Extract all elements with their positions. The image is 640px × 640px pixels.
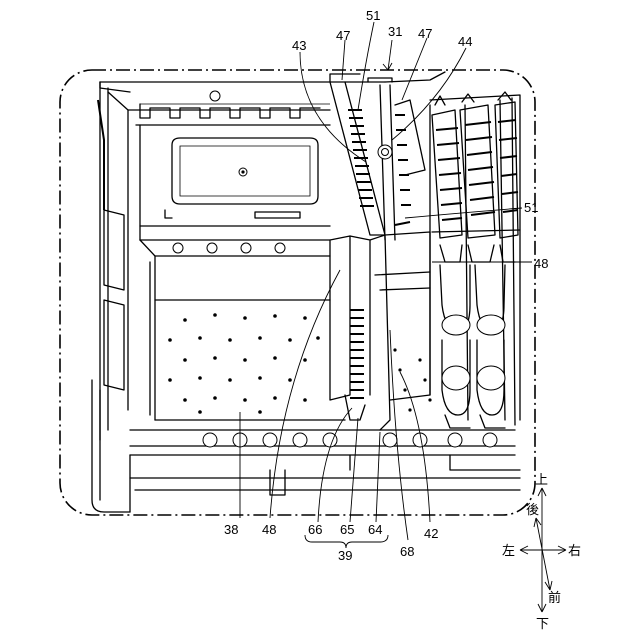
label-42: 42 <box>424 526 438 541</box>
direction-back: 後 <box>526 503 539 518</box>
label-43: 43 <box>292 38 306 53</box>
label-65: 65 <box>340 522 354 537</box>
direction-indicator: 上 後 左 右 前 下 <box>502 473 581 632</box>
direction-down: 下 <box>536 617 549 632</box>
lower-comb <box>350 310 364 398</box>
label-51-top: 51 <box>366 8 380 23</box>
label-31: 31 <box>388 24 402 39</box>
label-51-right: 51 <box>524 200 538 215</box>
front-divider <box>330 232 430 430</box>
label-44: 44 <box>458 34 472 49</box>
direction-front: 前 <box>548 590 561 606</box>
view-boundary <box>60 70 535 515</box>
label-48-right: 48 <box>534 256 548 271</box>
left-wall <box>92 82 130 512</box>
direction-up: 上 <box>535 473 548 488</box>
cup-holders <box>440 265 505 428</box>
direction-left: 左 <box>502 544 515 559</box>
label-38: 38 <box>224 522 238 537</box>
label-64: 64 <box>368 522 382 537</box>
label-47-right: 47 <box>418 26 432 41</box>
label-68: 68 <box>400 544 414 559</box>
direction-right: 右 <box>568 544 581 559</box>
label-66: 66 <box>308 522 322 537</box>
label-48-bottom: 48 <box>262 522 276 537</box>
rear-wall <box>100 74 360 240</box>
label-47-left: 47 <box>336 28 350 43</box>
utensil-pockets <box>432 92 518 262</box>
label-39: 39 <box>338 548 352 563</box>
center-divider <box>330 72 445 240</box>
